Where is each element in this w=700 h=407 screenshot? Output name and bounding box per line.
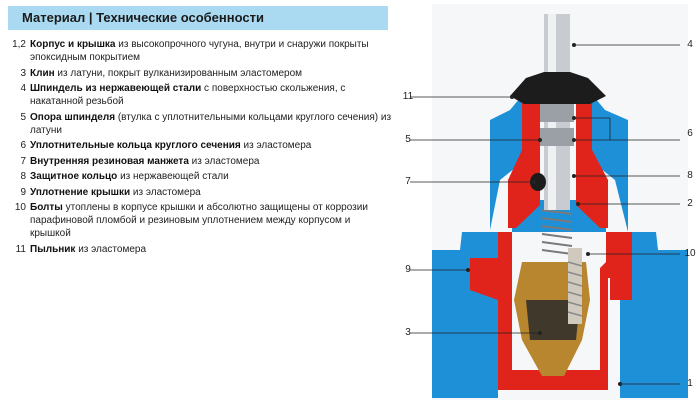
spec-description: из латуни, покрыт вулканизированным элас… [55, 68, 302, 79]
spec-number: 5 [6, 111, 26, 124]
spec-name: Уплотнение крышки [30, 187, 130, 198]
spec-number: 9 [6, 186, 26, 199]
section-title: Материал | Технические особенности [22, 10, 264, 25]
spec-description: из эластомера [189, 156, 260, 167]
spec-item: 11 Пыльник из эластомера [6, 243, 392, 256]
callout-7: 7 [400, 176, 416, 187]
spec-name: Клин [30, 68, 55, 79]
spec-number: 1,2 [6, 38, 26, 51]
callout-4: 4 [682, 39, 698, 50]
spec-name: Опора шпинделя [30, 112, 115, 123]
callout-2: 2 [682, 198, 698, 209]
spec-name: Защитное кольцо [30, 171, 117, 182]
spec-number: 6 [6, 139, 26, 152]
callout-11: 11 [400, 91, 416, 102]
spec-name: Внутренняя резиновая манжета [30, 156, 189, 167]
spec-item: 7 Внутренняя резиновая манжета из эластом… [6, 155, 392, 168]
spec-number: 4 [6, 82, 26, 95]
section-header: Материал | Технические особенности [8, 6, 388, 30]
spec-item: 8 Защитное кольцо из нержавеющей стали [6, 170, 392, 183]
spec-description: из эластомера [75, 244, 146, 255]
spec-name: Уплотнительные кольца круглого сечения [30, 140, 241, 151]
callout-8: 8 [682, 170, 698, 181]
spec-description: из эластомера [241, 140, 312, 151]
spec-number: 7 [6, 155, 26, 168]
callout-6: 6 [682, 128, 698, 139]
spec-description: утоплены в корпусе крышки и абсолютно за… [30, 202, 368, 239]
spec-item: 3 Клин из латуни, покрыт вулканизированны… [6, 67, 392, 80]
spec-number: 8 [6, 170, 26, 183]
callout-5: 5 [400, 134, 416, 145]
spec-name: Пыльник [30, 244, 75, 255]
callout-1: 1 [682, 378, 698, 389]
callout-10: 10 [682, 248, 698, 259]
spec-name: Корпус и крышка [30, 39, 116, 50]
callout-3: 3 [400, 327, 416, 338]
spec-name: Болты [30, 202, 63, 213]
spec-number: 10 [6, 201, 26, 214]
spec-description: из эластомера [130, 187, 201, 198]
spec-name: Шпиндель из нержавеющей стали [30, 83, 201, 94]
valve-cross-section-image [400, 0, 700, 407]
callout-9: 9 [400, 264, 416, 275]
spec-item: 9 Уплотнение крышки из эластомера [6, 186, 392, 199]
spec-number: 11 [6, 243, 26, 256]
spec-number: 3 [6, 67, 26, 80]
valve-cross-section-diagram: 11 5 7 9 3 4 6 8 2 10 1 [400, 0, 700, 407]
spec-description: из нержавеющей стали [117, 171, 228, 182]
spec-item: 10 Болты утоплены в корпусе крышки и абсо… [6, 201, 392, 240]
